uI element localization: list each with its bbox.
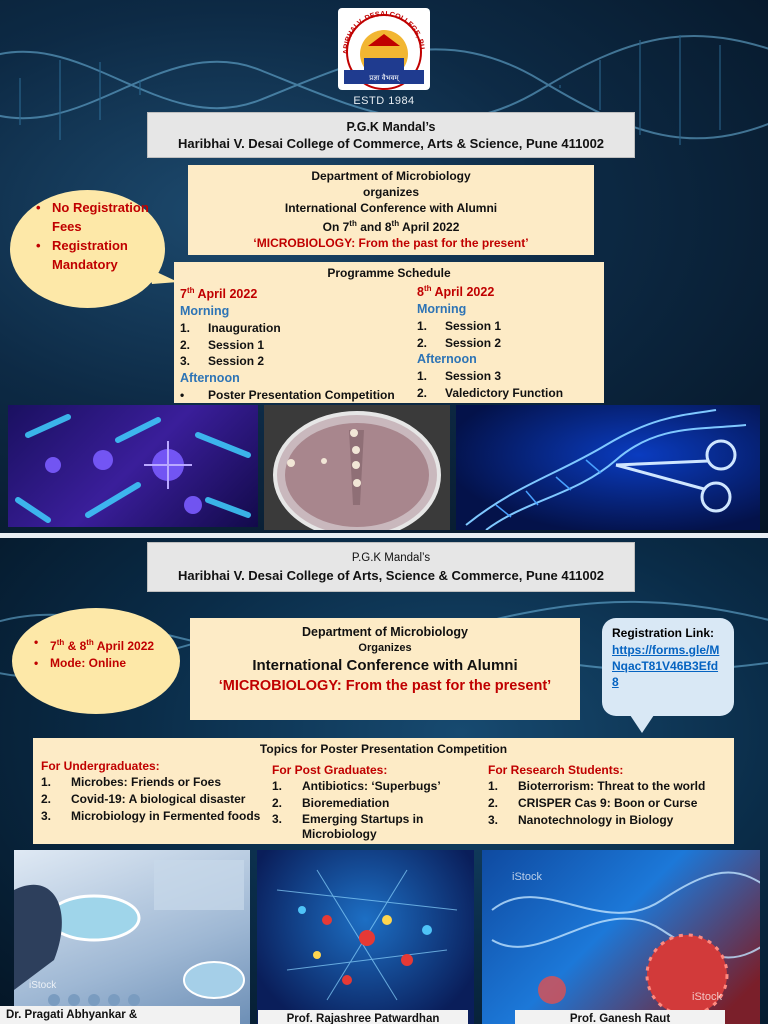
dna-coronavirus-image: iStock iStock [482,850,760,1024]
registration-link[interactable]: https://forms.gle/MNqacT81V46B3Efd8 [612,643,720,689]
day-1-morning-label: Morning [180,304,230,319]
schedule-item: 2.Session 2 [417,335,502,350]
department-name: Department of Microbiology [311,169,471,183]
speaker-caption: Dr. Pragati Abhyankar & [0,1006,240,1024]
conference-announcement: Department of Microbiology organizes Int… [188,165,594,255]
schedule-item: 3.Session 2 [180,354,265,369]
flyer-top: HARIBHAI V. DESAI COLLEGE, PUNE प्रज्ञा … [0,0,768,533]
conference-theme: ‘MICROBIOLOGY: From the past for the pre… [253,236,529,250]
dates-mode-bubble: 7th & 8th April 2022 Mode: Online [12,608,180,714]
mandal-name: P.G.K Mandal’s [351,552,431,564]
poster-topics: Topics for Poster Presentation Competiti… [33,738,734,844]
conference-title: International Conference with Alumni [284,201,498,215]
conference-announcement: Department of Microbiology Organizes Int… [190,618,580,720]
schedule-item: •Poster Presentation Competition [180,387,395,402]
topic-item: 1.Microbes: Friends or Foes [41,775,222,789]
panel-divider [0,533,768,538]
organizes-text: Organizes [358,642,412,654]
registration-note-bubble: No Registration Fees Registration Mandat… [10,190,165,308]
organizes-text: organizes [362,185,419,199]
bacteria-virus-image [8,405,258,527]
logo-estd: ESTD 1984 [353,95,415,107]
college-logo: HARIBHAI V. DESAI COLLEGE, PUNE प्रज्ञा … [335,1,430,90]
conference-dates: On 7th and 8th April 2022 [322,219,460,234]
topic-item: 3.Emerging Startups in Microbiology [272,812,424,841]
topics-postgraduates: For Post Graduates: 1.Antibiotics: ‘Supe… [272,762,477,842]
bubble-tail [148,268,178,284]
topics-research-students: For Research Students: 1.Bioterrorism: T… [488,762,728,829]
topic-item: 1.Antibiotics: ‘Superbugs’ [272,779,441,793]
speaker-caption: Prof. Ganesh Raut [515,1010,725,1024]
bubble-item: No Registration Fees [30,198,155,236]
topic-item: 3.Nanotechnology in Biology [488,813,674,827]
college-name: Haribhai V. Desai College of Arts, Scien… [177,568,605,583]
watermark: iStock [512,871,542,883]
speaker-caption: Prof. Rajashree Patwardhan [258,1010,468,1024]
topic-item: 2.Bioremediation [272,796,390,810]
flyer-bottom: P.G.K Mandal’s Haribhai V. Desai College… [0,538,768,1024]
topic-item: 1.Bioterrorism: Threat to the world [488,779,706,793]
day-1-afternoon-label: Afternoon [180,370,240,385]
bubble-item: Registration Mandatory [30,236,155,274]
programme-schedule: Programme Schedule 7th April 2022 Mornin… [174,262,604,403]
watermark: iStock [692,991,722,1003]
college-name: Haribhai V. Desai College of Commerce, A… [177,136,605,151]
college-header: P.G.K Mandal’s Haribhai V. Desai College… [147,112,635,158]
conference-theme: ‘MICROBIOLOGY: From the past for the pre… [218,678,552,694]
petri-dish-image [264,405,450,530]
department-name: Department of Microbiology [302,625,468,639]
registration-label: Registration Link: [612,626,715,640]
schedule-item: 1.Session 3 [417,369,502,384]
watermark: iStock [29,980,57,991]
lab-petri-image: iStock [14,850,250,1024]
topic-item: 3.Microbiology in Fermented foods [41,809,261,823]
topic-heading: For Undergraduates: [41,759,160,773]
bubble-mode: Mode: Online [28,655,170,672]
registration-bubble: Registration Link: https://forms.gle/MNq… [602,618,734,716]
schedule-item: 1.Inauguration [180,321,281,336]
virus-network-image [257,850,474,1024]
college-header: P.G.K Mandal’s Haribhai V. Desai College… [147,542,635,592]
mandal-name: P.G.K Mandal’s [346,120,436,134]
bubble-tail [630,715,654,733]
schedule-item: 1.Session 1 [417,319,502,334]
schedule-item: 2.Valedictory Function [417,385,564,400]
topic-heading: For Post Graduates: [272,763,388,777]
logo-motto: प्रज्ञा वैभवम् [369,73,399,82]
day-2-morning-label: Morning [417,302,467,317]
topics-title: Topics for Poster Presentation Competiti… [259,742,508,756]
schedule-title: Programme Schedule [327,266,451,280]
day-2-afternoon-label: Afternoon [417,352,477,367]
conference-title: International Conference with Alumni [252,657,518,674]
topic-heading: For Research Students: [488,763,624,777]
schedule-item: 2.Session 1 [180,337,265,352]
dna-scissors-image [456,405,760,530]
day-2-date: 8th April 2022 [417,284,495,300]
bubble-dates: 7th & 8th April 2022 [28,634,170,655]
topic-item: 2.Covid-19: A biological disaster [41,792,246,806]
schedule-day-1: 7th April 2022 Morning 1.Inauguration 2.… [180,282,410,403]
schedule-day-2: 8th April 2022 Morning 1.Session 1 2.Ses… [417,280,602,401]
topic-item: 2.CRISPER Cas 9: Boon or Curse [488,796,698,810]
topics-undergraduates: For Undergraduates: 1.Microbes: Friends … [41,758,276,825]
day-1-date: 7th April 2022 [180,286,258,302]
